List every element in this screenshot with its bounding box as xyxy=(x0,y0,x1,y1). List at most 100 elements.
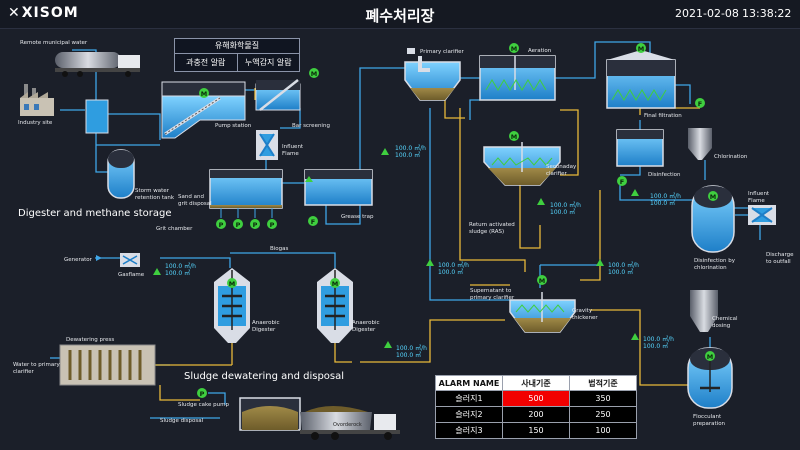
flow-total: 100.0 ㎥ xyxy=(650,199,675,207)
supernatant-label-2: primary clarifier xyxy=(470,295,515,301)
flow-total: 100.0 ㎥ xyxy=(438,268,463,276)
pump-grit-4: P xyxy=(267,219,277,229)
flow-total: 100.0 ㎥ xyxy=(396,351,421,359)
flow-meter-final: F xyxy=(695,98,705,108)
motor-badge-text: M xyxy=(638,45,644,53)
disinfection-label: Disinfection xyxy=(648,172,681,178)
ras-label-1: Return activated xyxy=(469,222,515,228)
yellow-pipes xyxy=(150,88,700,401)
influent-flame2-label-2: Flame xyxy=(748,198,765,204)
storm-water-tank xyxy=(107,149,135,199)
flow-badge-text: F xyxy=(620,178,624,186)
flow-total: 100.0 ㎥ xyxy=(608,268,633,276)
chlorination-label: Chlorination xyxy=(714,154,748,160)
date-display: 2021-02-08 xyxy=(675,7,739,20)
flow-badge-text: F xyxy=(311,218,315,226)
alarm-name-cell: 슬러지1 xyxy=(435,390,503,407)
influent-flame-label-1: Influent xyxy=(282,144,304,150)
sand-grit-label-2: grit disposal xyxy=(178,201,212,207)
flow-value: 100.0 ㎥/h xyxy=(438,261,469,269)
water-tanker-truck xyxy=(55,52,140,77)
legal-limit-header: 법적기준 xyxy=(569,375,637,391)
sludge-section-title: Sludge dewatering and disposal xyxy=(184,371,344,382)
motor-anaerobic-1: M xyxy=(227,278,237,288)
flow-value: 100.0 ㎥/h xyxy=(608,261,639,269)
legal-limit-cell: 100 xyxy=(569,422,637,439)
generator-label: Generator xyxy=(64,257,93,263)
final-filtration-tank xyxy=(606,50,676,109)
alarm-name-cell: 슬러지3 xyxy=(435,422,503,439)
chemical-dosing-label-2: dosing xyxy=(712,323,730,329)
motor-badge-text: M xyxy=(332,280,338,288)
motor-aeration: M xyxy=(509,43,519,53)
motor-secondary-clarifier: M xyxy=(509,131,519,141)
pump-station-label: Pump station xyxy=(215,123,252,129)
sludge-cake-hopper xyxy=(239,397,301,431)
pump-badge-text: P xyxy=(200,390,205,398)
grit-pump-lines xyxy=(220,208,273,218)
secondary-clarifier xyxy=(483,142,561,186)
anaerobic-digester-2 xyxy=(317,268,353,343)
motor-anaerobic-2: M xyxy=(330,278,340,288)
pump-station xyxy=(161,81,246,139)
hazardous-chemical-panel: 유해화학물질 과충전 알람 누액감지 알람 xyxy=(174,38,300,72)
anaerobic2-label-1: Anaerobic xyxy=(352,320,380,326)
flow-meter-badges: F F F xyxy=(308,98,705,226)
secondary-clarifier-label-2: clarifier xyxy=(546,171,568,177)
gravity-label-2: thickener xyxy=(572,315,598,321)
table-row: 슬러지2 200 250 xyxy=(435,406,637,423)
chlorination-hopper xyxy=(688,128,712,160)
alarm-name-cell: 슬러지2 xyxy=(435,406,503,423)
grit-chamber-tank xyxy=(209,169,283,209)
anaerobic1-label-1: Anaerobic xyxy=(252,320,280,326)
truck-brand-label: Ovorderock xyxy=(333,422,362,428)
legal-limit-cell: 350 xyxy=(569,390,637,407)
disinfection-chlor-label-2: chlorination xyxy=(694,265,727,271)
remote-water-label: Remote municipal water xyxy=(20,40,88,46)
motor-pump-station: M xyxy=(199,88,209,98)
pump-badge-text: P xyxy=(219,221,224,229)
primary-clarifier-label: Primary clarifier xyxy=(420,49,465,55)
table-row: 슬러지1 500 350 xyxy=(435,390,637,407)
industry-label: Industry site xyxy=(18,120,53,126)
influent-flame-filter-2 xyxy=(748,205,776,225)
biogas-label: Biogas xyxy=(270,246,289,252)
discharge-label-1: Discharge xyxy=(766,252,794,258)
pump-badge-text: P xyxy=(236,221,241,229)
motor-badge-text: M xyxy=(511,45,517,53)
motor-chlorination-vessel: M xyxy=(708,191,718,201)
motor-badge-text: M xyxy=(201,90,207,98)
influent-flame-filter xyxy=(256,130,278,160)
time-display: 13:38:22 xyxy=(742,7,792,20)
generator-arrow-icon xyxy=(96,255,102,261)
flow-total: 100.0 ㎥ xyxy=(165,269,190,277)
blue-pipes xyxy=(50,41,761,419)
gravity-label-1: Gravity xyxy=(572,308,593,314)
flow-total: 100.0 ㎥ xyxy=(550,208,575,216)
pump-grit-1: P xyxy=(216,219,226,229)
flow-meter-disinfection: F xyxy=(617,176,627,186)
leak-detection-alarm-button[interactable]: 누액감지 알람 xyxy=(236,54,300,71)
flow-value: 100.0 ㎥/h xyxy=(650,192,681,200)
pump-badge-text: P xyxy=(253,221,258,229)
logo: ✕XISOM xyxy=(8,5,79,21)
flow-value: 100.0 ㎥/h xyxy=(550,201,581,209)
pump-badge-text: P xyxy=(270,221,275,229)
internal-limit-header: 사내기준 xyxy=(502,375,570,391)
grease-trap-tank xyxy=(304,169,373,206)
dewatering-press xyxy=(59,344,156,386)
alarm-table: ALARM NAME 사내기준 법적기준 슬러지1 500 350 슬러지2 2… xyxy=(435,375,637,439)
chlorination-vessel xyxy=(691,185,735,253)
gasflame-unit xyxy=(120,253,140,267)
flow-total: 100.0 ㎥ xyxy=(395,151,420,159)
digester-section-title: Digester and methane storage xyxy=(18,208,171,219)
overcharge-alarm-button[interactable]: 과충전 알람 xyxy=(186,58,226,67)
page-title: 폐수처리장 xyxy=(365,7,435,25)
gravity-thickener xyxy=(509,292,576,333)
water-to-primary-label-1: Water to primary xyxy=(13,362,61,368)
